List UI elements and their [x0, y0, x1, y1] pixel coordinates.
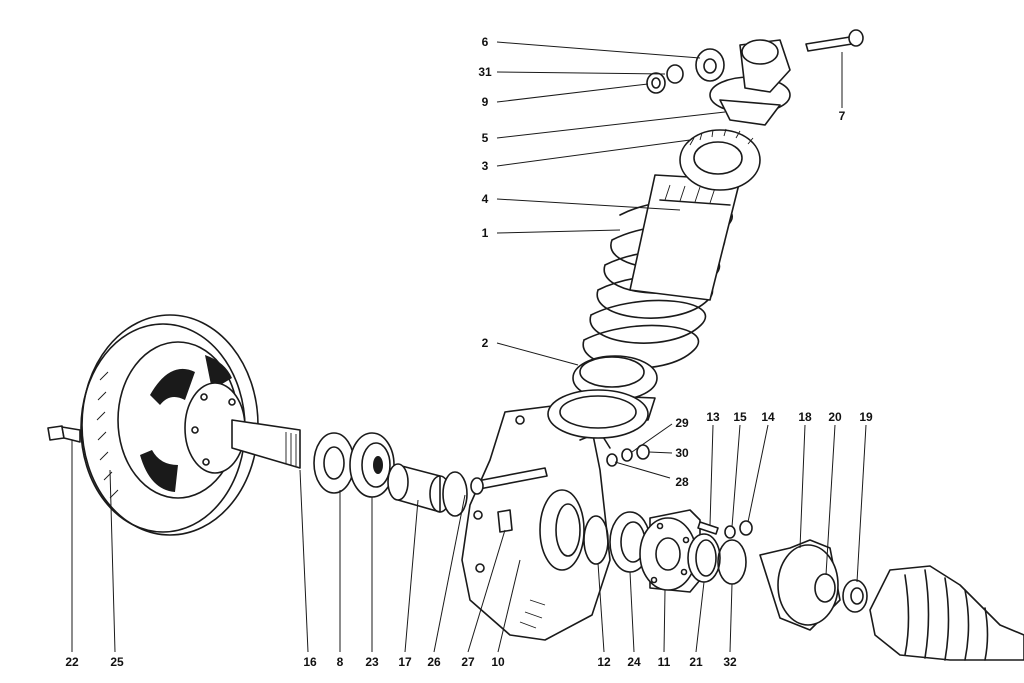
callout-7: 7: [839, 109, 846, 123]
washer-29: [621, 448, 633, 462]
washer-28: [606, 453, 618, 467]
callout-6: 6: [482, 35, 489, 49]
callout-4: 4: [482, 192, 489, 206]
spacer-ring: [717, 539, 747, 585]
axle-nut: [842, 579, 868, 613]
callout-27: 27: [461, 655, 475, 669]
hub-flange: [184, 382, 301, 474]
callout-5: 5: [482, 131, 489, 145]
seal-ring: [313, 432, 355, 494]
callout-24: 24: [627, 655, 641, 669]
leader-lines: [71, 41, 867, 653]
outer-bearing: [349, 432, 395, 498]
callout-25: 25: [110, 655, 124, 669]
shock-absorber: [629, 174, 741, 301]
cv-joint-flange: [759, 539, 841, 631]
callout-31: 31: [478, 65, 492, 79]
callout-12: 12: [597, 655, 611, 669]
callout-11: 11: [658, 655, 671, 669]
callout-26: 26: [427, 655, 441, 669]
callout-18: 18: [798, 410, 812, 424]
callout-1: 1: [482, 226, 489, 240]
drive-shaft-boot: [869, 565, 1024, 661]
carrier-bolt: [470, 467, 548, 495]
callout-28: 28: [675, 475, 689, 489]
callout-23: 23: [365, 655, 379, 669]
callout-3: 3: [482, 159, 489, 173]
callout-13: 13: [706, 410, 720, 424]
drive-flange: [639, 509, 701, 593]
wheel-stud: [47, 425, 81, 443]
spacer-sleeve: [387, 463, 468, 517]
callout-32: 32: [723, 655, 737, 669]
callout-10: 10: [491, 655, 505, 669]
callout-2: 2: [482, 336, 489, 350]
callout-21: 21: [689, 655, 703, 669]
top-bolt: [805, 29, 864, 52]
callout-30: 30: [675, 446, 689, 460]
callout-29: 29: [675, 416, 689, 430]
circlip: [583, 515, 609, 565]
small-washer: [724, 525, 736, 539]
callout-19: 19: [859, 410, 873, 424]
carrier-stud: [497, 509, 513, 533]
bush: [666, 64, 684, 84]
callout-labels: 6 31 9 5 3 4 1 2 7 29 30 28 13 15 14 18 …: [65, 35, 873, 669]
callout-9: 9: [482, 95, 489, 109]
cotter-pin: [697, 521, 719, 535]
top-nut: [646, 72, 666, 94]
callout-17: 17: [398, 655, 412, 669]
brake-disc: [80, 314, 259, 536]
top-mount-eye: [695, 39, 791, 93]
small-nut: [739, 520, 753, 536]
callout-22: 22: [65, 655, 79, 669]
callout-8: 8: [337, 655, 344, 669]
callout-14: 14: [761, 410, 775, 424]
upper-spring-seat: [679, 128, 761, 191]
callout-15: 15: [733, 410, 747, 424]
callout-20: 20: [828, 410, 842, 424]
callout-16: 16: [303, 655, 317, 669]
lower-spring-seat: [547, 355, 658, 439]
